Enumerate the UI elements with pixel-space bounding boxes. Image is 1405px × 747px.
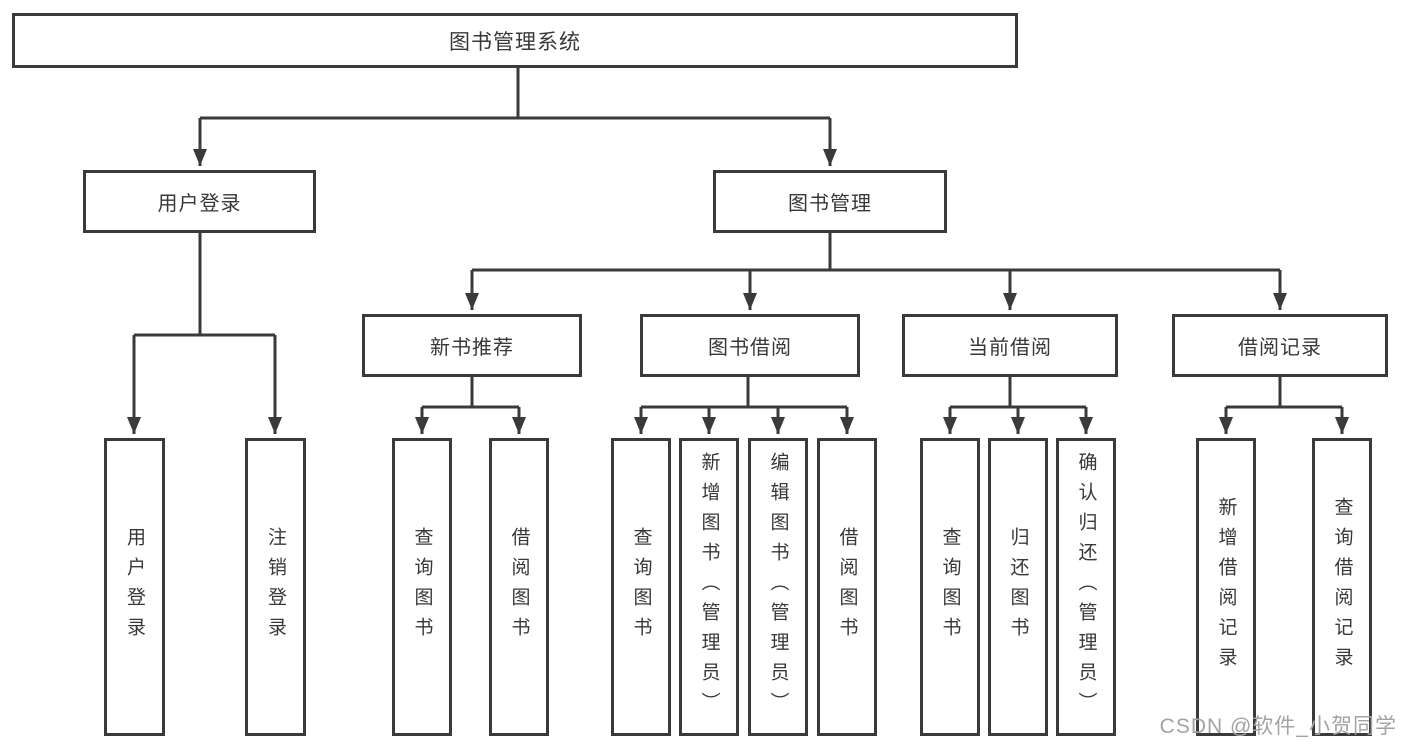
connector-new-book-children <box>415 377 526 434</box>
leaf-borrow-edit-book-admin: 编辑图书（管理员） <box>748 438 808 736</box>
node-label: 确认归还（管理员） <box>1075 452 1097 722</box>
node-current-borrow-module: 当前借阅 <box>902 314 1118 377</box>
node-label: 图书借阅 <box>708 337 792 359</box>
node-label: 注销登录 <box>265 527 286 647</box>
leaf-current-query-book: 查询图书 <box>920 438 980 736</box>
leaf-record-query: 查询借阅记录 <box>1312 438 1372 736</box>
node-label: 新增借阅记录 <box>1215 497 1237 677</box>
node-label: 借阅记录 <box>1238 337 1322 359</box>
csdn-watermark: CSDN @软件_小贺同学 <box>1159 715 1397 738</box>
node-book-borrow-module: 图书借阅 <box>640 314 860 377</box>
node-label: 查询图书 <box>411 527 433 647</box>
leaf-record-add: 新增借阅记录 <box>1196 438 1256 736</box>
node-book-management-branch: 图书管理 <box>713 170 947 233</box>
connector-root-to-branches <box>193 68 837 166</box>
node-label: 当前借阅 <box>968 337 1052 359</box>
node-label: 图书管理系统 <box>449 30 581 54</box>
node-label: 新书推荐 <box>430 337 514 359</box>
connector-book-borrow-children <box>634 377 854 434</box>
leaf-borrow-add-book-admin: 新增图书（管理员） <box>679 438 739 736</box>
connector-current-borrow-children <box>943 377 1093 434</box>
node-new-book-module: 新书推荐 <box>362 314 582 377</box>
node-label: 新增图书（管理员） <box>698 452 720 722</box>
node-borrow-record-module: 借阅记录 <box>1172 314 1388 377</box>
leaf-new-book-borrow: 借阅图书 <box>489 438 549 736</box>
node-label: 用户登录 <box>124 527 145 647</box>
node-label: 归还图书 <box>1007 527 1029 647</box>
connector-book-management-modules <box>465 233 1287 310</box>
leaf-current-return-book: 归还图书 <box>988 438 1048 736</box>
leaf-user-login: 用户登录 <box>104 438 165 736</box>
leaf-new-book-query: 查询图书 <box>392 438 452 736</box>
node-user-login-branch: 用户登录 <box>83 170 316 233</box>
node-label: 编辑图书（管理员） <box>767 452 789 722</box>
node-label: 查询借阅记录 <box>1331 497 1353 677</box>
node-label: 查询图书 <box>630 527 652 647</box>
node-label: 借阅图书 <box>836 527 858 647</box>
node-label: 借阅图书 <box>508 527 530 647</box>
leaf-borrow-query-book: 查询图书 <box>611 438 671 736</box>
node-label: 用户登录 <box>157 193 242 215</box>
leaf-current-confirm-return-admin: 确认归还（管理员） <box>1056 438 1116 736</box>
node-label: 查询图书 <box>939 527 961 647</box>
connector-user-login-children <box>127 233 282 434</box>
node-library-system-root: 图书管理系统 <box>12 13 1018 68</box>
leaf-logout: 注销登录 <box>245 438 306 736</box>
node-label: 图书管理 <box>788 193 872 215</box>
connector-borrow-record-children <box>1219 377 1349 434</box>
leaf-borrow-borrow-book: 借阅图书 <box>817 438 877 736</box>
